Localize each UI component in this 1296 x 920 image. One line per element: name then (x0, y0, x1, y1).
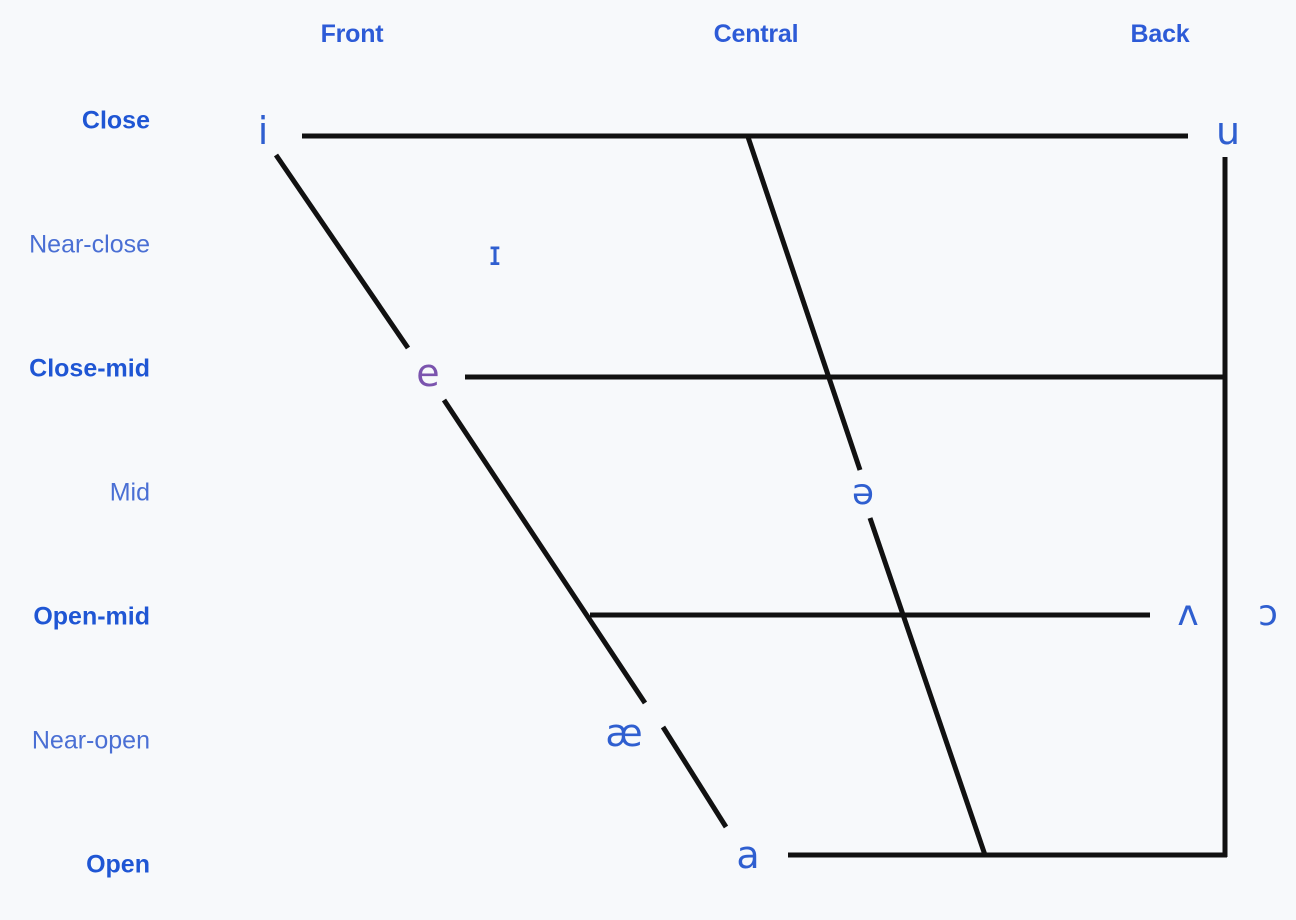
row-label-open: Open (86, 850, 150, 879)
row-label-mid: Mid (109, 478, 150, 507)
column-header-front: Front (320, 20, 384, 48)
column-header-back: Back (1130, 20, 1190, 48)
vowel-symbol-e: e (416, 351, 440, 395)
vowel-symbol-a: a (736, 833, 760, 877)
vowel-symbol-u: u (1215, 109, 1241, 153)
vowel-symbol-open-o: ɔ (1258, 593, 1278, 634)
row-label-near-open: Near-open (31, 726, 150, 755)
vowel-symbol-ash: æ (605, 711, 643, 755)
vowel-symbol-small-capital-i: ɪ (488, 234, 502, 274)
central-edge-lower (867, 517, 988, 856)
front-edge-middle (441, 398, 648, 705)
row-label-open-mid: Open-mid (33, 602, 150, 631)
row-label-close-mid: Close-mid (29, 354, 150, 383)
front-edge-lower (660, 725, 729, 829)
row-label-near-close: Near-close (29, 230, 150, 259)
row-label-close: Close (81, 106, 150, 135)
vowel-symbol-schwa: ə (851, 472, 875, 513)
front-edge-upper (273, 153, 411, 350)
central-edge-upper (745, 136, 863, 471)
vowel-symbol-i: i (257, 109, 269, 153)
column-header-central: Central (713, 20, 799, 48)
vowel-symbol-turned-v: ʌ (1177, 593, 1199, 634)
